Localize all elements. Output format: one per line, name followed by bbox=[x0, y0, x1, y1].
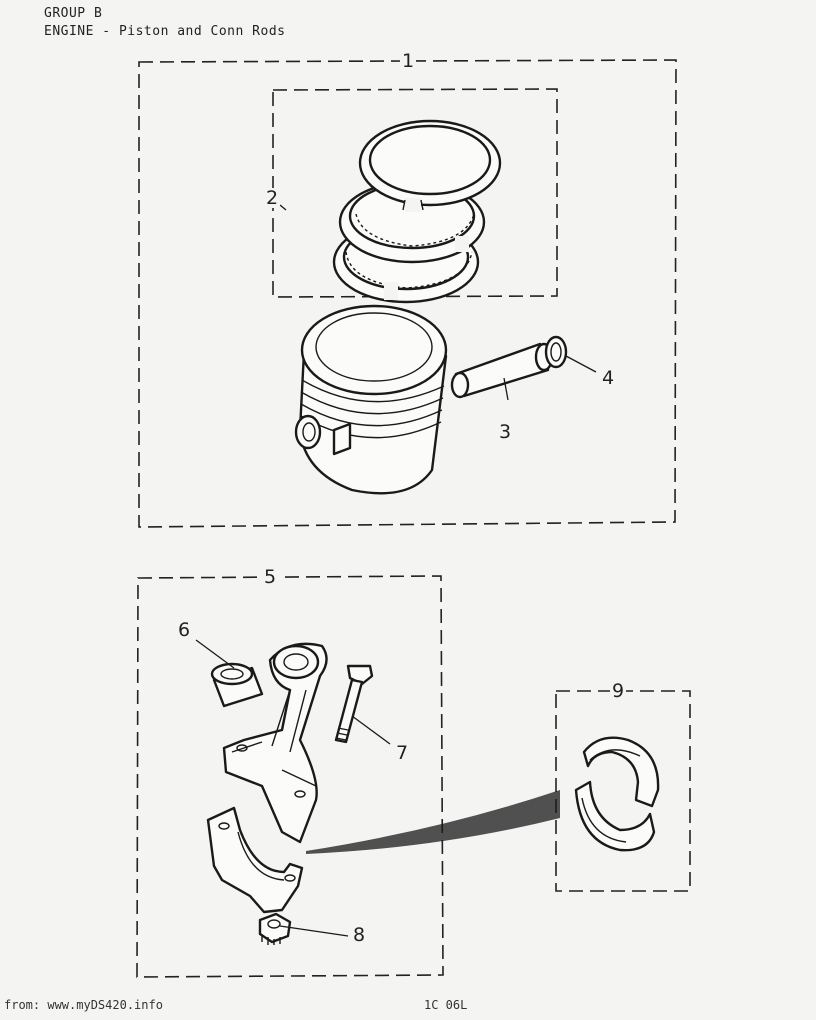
circlip bbox=[544, 335, 568, 369]
group-box-piston-assembly bbox=[138, 59, 677, 528]
small-end-bush bbox=[210, 662, 264, 708]
callout-3: 3 bbox=[497, 421, 514, 443]
group-box-ring-set bbox=[272, 88, 558, 298]
connecting-rod-cap bbox=[206, 806, 304, 914]
rod-nut bbox=[258, 912, 292, 945]
piston-rings bbox=[332, 119, 502, 304]
callout-6: 6 bbox=[176, 619, 193, 641]
leader-2 bbox=[279, 204, 287, 211]
big-end-bearing-shells bbox=[574, 736, 660, 852]
callout-2: 2 bbox=[264, 187, 281, 209]
leader-6 bbox=[195, 639, 235, 669]
leader-8 bbox=[279, 925, 349, 937]
bearing-pointer-wedge bbox=[306, 790, 560, 854]
gudgeon-pin bbox=[450, 342, 554, 399]
page-title: ENGINE - Piston and Conn Rods bbox=[44, 24, 286, 39]
callout-1: 1 bbox=[400, 50, 417, 72]
group-box-conn-rod-assembly bbox=[136, 575, 444, 978]
group-label: GROUP B bbox=[44, 6, 103, 21]
leader-4 bbox=[565, 355, 597, 373]
piston-ring-top bbox=[358, 119, 502, 212]
callout-5: 5 bbox=[262, 566, 279, 588]
group-box-big-end-bearings bbox=[555, 690, 691, 892]
callout-7: 7 bbox=[394, 742, 411, 764]
leader-3 bbox=[503, 377, 509, 401]
callout-9: 9 bbox=[610, 680, 627, 702]
rod-bolt bbox=[334, 664, 374, 744]
piston bbox=[294, 304, 448, 495]
figure-code: 1C 06L bbox=[424, 998, 468, 1012]
callout-4: 4 bbox=[600, 367, 617, 389]
connecting-rod bbox=[222, 642, 328, 844]
callout-8: 8 bbox=[351, 924, 368, 946]
source-credit: from: www.myDS420.info bbox=[4, 998, 163, 1012]
leader-7 bbox=[351, 715, 391, 745]
